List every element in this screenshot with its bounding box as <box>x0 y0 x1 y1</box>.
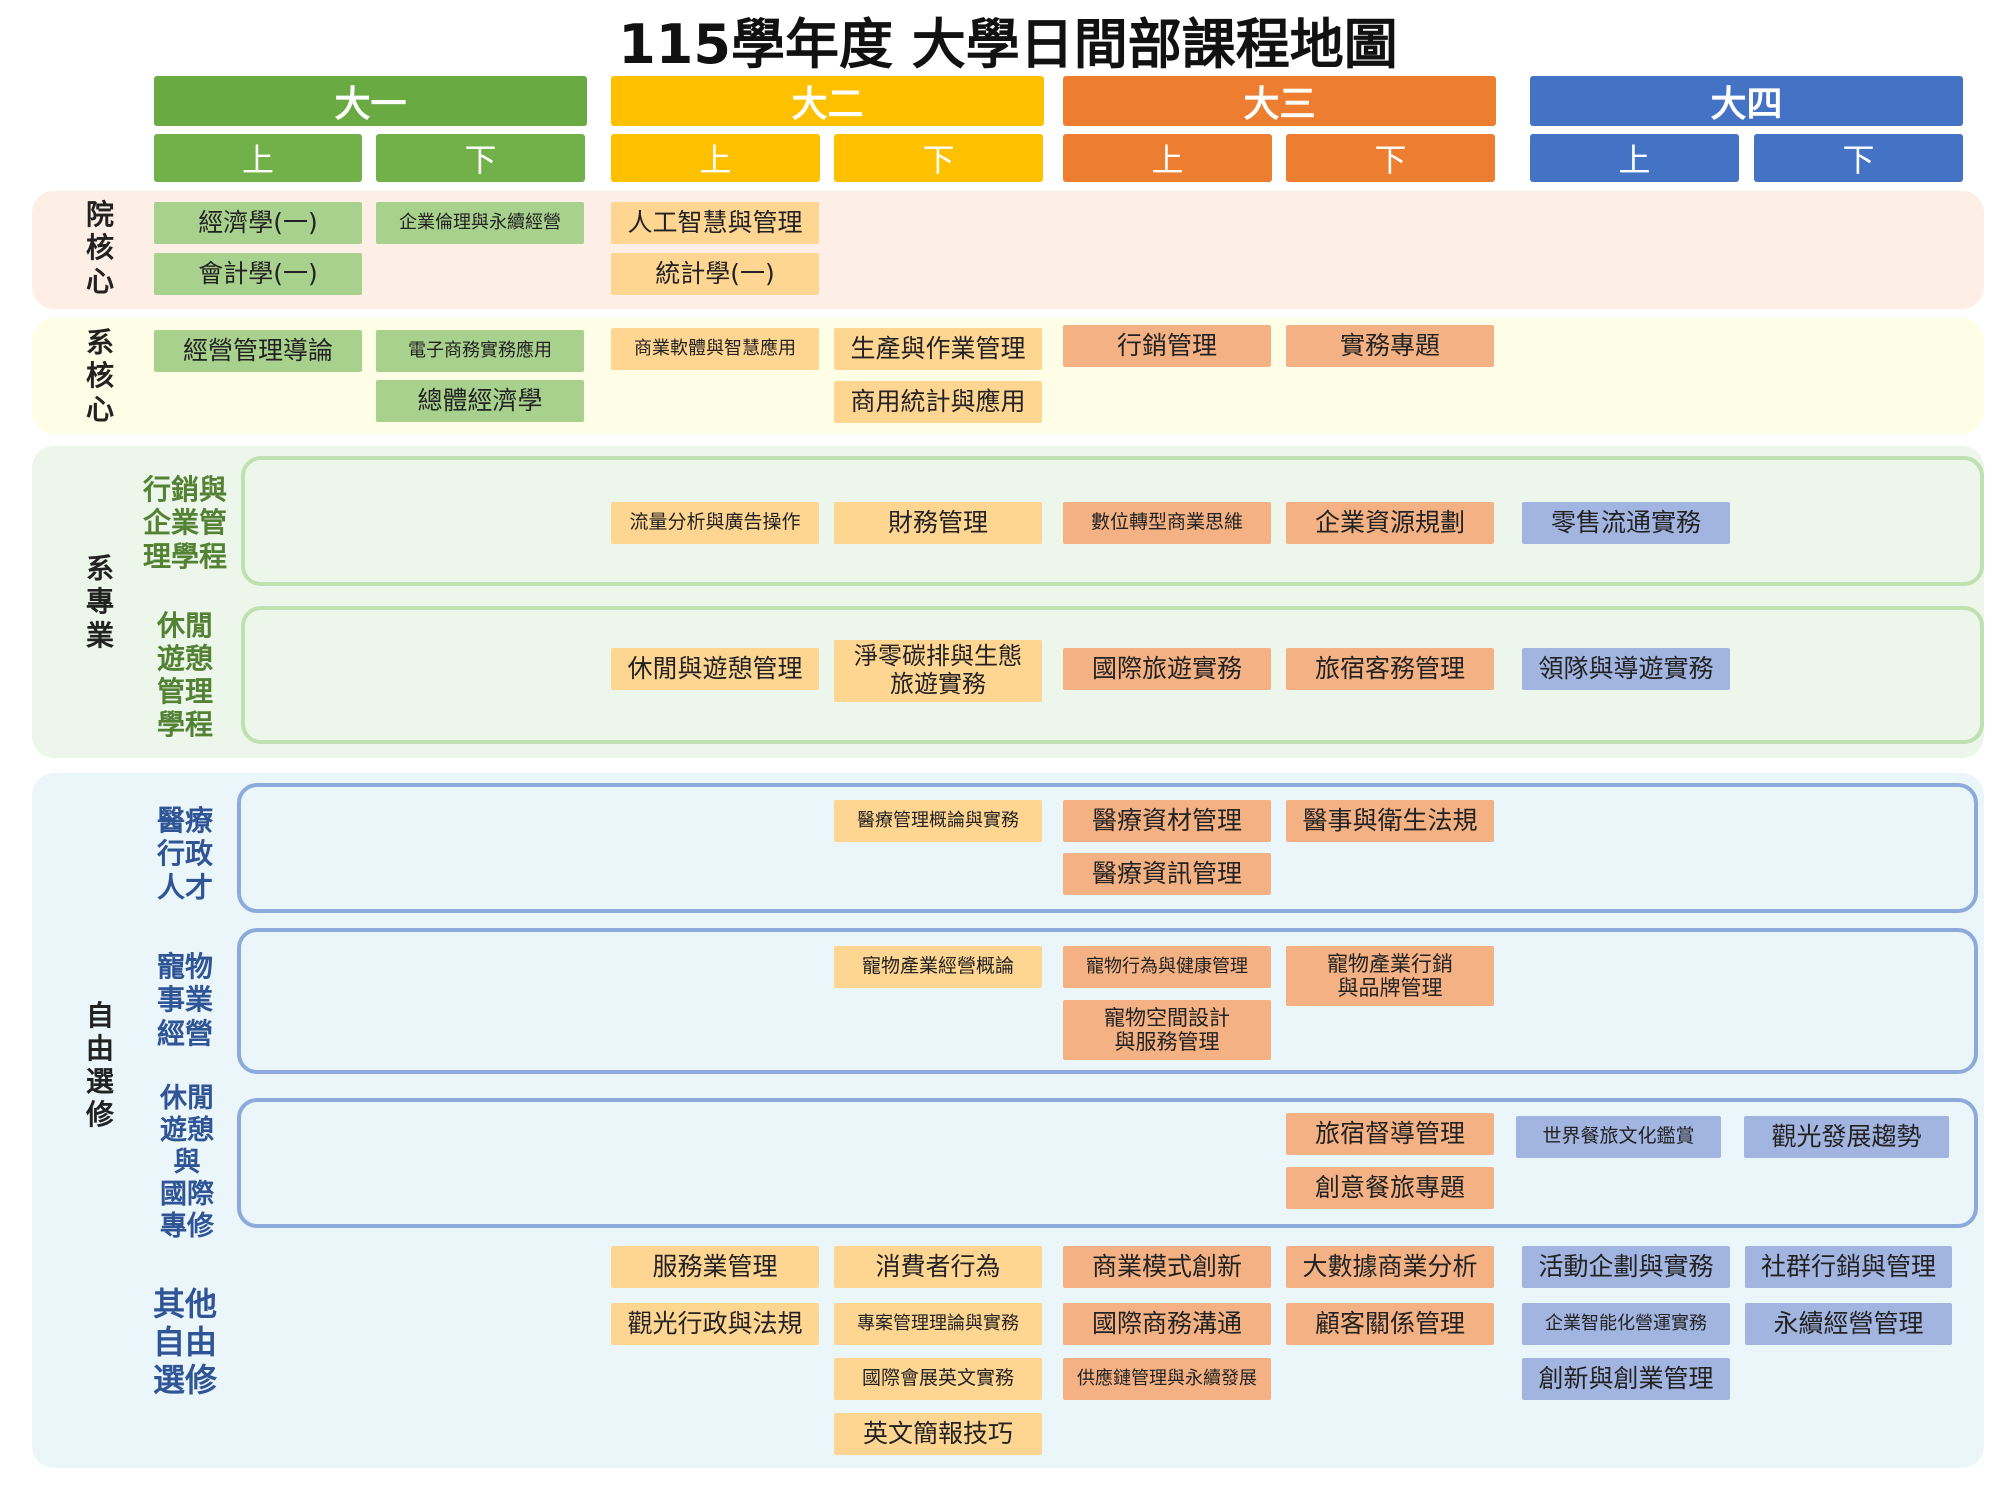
semester-header-y3-second: 下 <box>1286 134 1495 182</box>
track-label-pet: 寵物 事業 經營 <box>156 950 213 1050</box>
year-header-1: 大一 <box>154 76 587 126</box>
year-header-2: 大二 <box>611 76 1044 126</box>
course-box: 商業軟體與智慧應用 <box>611 328 819 370</box>
frame-marketing-program <box>241 456 1984 586</box>
course-box: 淨零碳排與生態 旅遊實務 <box>834 640 1042 702</box>
section-label-dept-core: 系 核 心 <box>85 326 114 426</box>
course-box: 國際旅遊實務 <box>1063 648 1271 690</box>
course-box: 寵物產業經營概論 <box>834 946 1042 988</box>
course-box: 電子商務實務應用 <box>376 330 584 372</box>
course-box: 國際會展英文實務 <box>834 1358 1042 1400</box>
track-label-leisure: 休閒 遊憩 管理 學程 <box>156 608 213 742</box>
year-header-3: 大三 <box>1063 76 1496 126</box>
course-box: 寵物行為與健康管理 <box>1063 946 1271 988</box>
course-box: 醫療管理概論與實務 <box>834 800 1042 842</box>
course-box: 永續經營管理 <box>1745 1303 1952 1345</box>
course-box: 休閒與遊憩管理 <box>611 648 819 690</box>
track-label-other: 其他 自由 選修 <box>152 1285 217 1399</box>
course-box: 企業倫理與永續經營 <box>376 202 584 244</box>
course-box: 旅宿督導管理 <box>1286 1113 1494 1155</box>
course-box: 寵物產業行銷 與品牌管理 <box>1286 946 1494 1006</box>
course-box: 醫療資材管理 <box>1063 800 1271 842</box>
course-box: 顧客關係管理 <box>1286 1303 1494 1345</box>
course-box: 英文簡報技巧 <box>834 1413 1042 1455</box>
course-box: 寵物空間設計 與服務管理 <box>1063 1000 1271 1060</box>
frame-tourism-track <box>237 1098 1978 1228</box>
course-box: 大數據商業分析 <box>1286 1246 1494 1288</box>
course-box: 社群行銷與管理 <box>1745 1246 1952 1288</box>
page-title: 115學年度 大學日間部課程地圖 <box>618 13 1398 76</box>
course-box: 服務業管理 <box>611 1246 819 1288</box>
section-label-free-elective: 自 由 選 修 <box>85 998 114 1132</box>
track-label-tourism: 休閒 遊憩 與 國際 專修 <box>160 1083 214 1242</box>
course-box: 旅宿客務管理 <box>1286 648 1494 690</box>
course-box: 流量分析與廣告操作 <box>611 502 819 544</box>
course-box: 觀光行政與法規 <box>611 1303 819 1345</box>
course-box: 總體經濟學 <box>376 380 584 422</box>
course-box: 經營管理導論 <box>154 330 362 372</box>
course-box: 會計學(一) <box>154 253 362 295</box>
semester-header-y4-first: 上 <box>1530 134 1739 182</box>
course-box: 人工智慧與管理 <box>611 202 819 244</box>
course-box: 行銷管理 <box>1063 325 1271 367</box>
course-box: 零售流通實務 <box>1522 502 1730 544</box>
track-label-medical: 醫療 行政 人才 <box>156 804 213 904</box>
frame-leisure-program <box>241 606 1984 744</box>
course-box: 國際商務溝通 <box>1063 1303 1271 1345</box>
course-box: 商用統計與應用 <box>834 381 1042 423</box>
year-header-4: 大四 <box>1530 76 1963 126</box>
track-label-marketing: 行銷與 企業管 理學程 <box>142 473 227 573</box>
course-box: 經濟學(一) <box>154 202 362 244</box>
frame-pet-track <box>237 928 1978 1074</box>
course-box: 創新與創業管理 <box>1522 1358 1730 1400</box>
frame-medical-track <box>237 783 1978 913</box>
course-box: 創意餐旅專題 <box>1286 1167 1494 1209</box>
course-box: 專案管理理論與實務 <box>834 1303 1042 1345</box>
course-box: 醫事與衛生法規 <box>1286 800 1494 842</box>
semester-header-y4-second: 下 <box>1754 134 1963 182</box>
course-box: 世界餐旅文化鑑賞 <box>1516 1116 1721 1158</box>
course-box: 活動企劃與實務 <box>1522 1246 1730 1288</box>
course-box: 財務管理 <box>834 502 1042 544</box>
course-box: 企業資源規劃 <box>1286 502 1494 544</box>
course-box: 生產與作業管理 <box>834 328 1042 370</box>
course-box: 企業智能化營運實務 <box>1522 1303 1730 1345</box>
semester-header-y2-second: 下 <box>834 134 1043 182</box>
course-box: 統計學(一) <box>611 253 819 295</box>
course-box: 實務專題 <box>1286 325 1494 367</box>
section-label-dept-professional: 系 專 業 <box>85 552 114 652</box>
course-box: 數位轉型商業思維 <box>1063 502 1271 544</box>
course-box: 供應鏈管理與永續發展 <box>1063 1358 1271 1400</box>
semester-header-y1-second: 下 <box>376 134 585 182</box>
semester-header-y3-first: 上 <box>1063 134 1272 182</box>
course-box: 領隊與導遊實務 <box>1522 648 1730 690</box>
section-label-college-core: 院 核 心 <box>85 198 114 298</box>
course-box: 商業模式創新 <box>1063 1246 1271 1288</box>
course-box: 消費者行為 <box>834 1246 1042 1288</box>
course-box: 觀光發展趨勢 <box>1744 1116 1949 1158</box>
semester-header-y1-first: 上 <box>154 134 362 182</box>
band-dept-professional <box>32 446 1984 758</box>
course-box: 醫療資訊管理 <box>1063 853 1271 895</box>
semester-header-y2-first: 上 <box>611 134 820 182</box>
